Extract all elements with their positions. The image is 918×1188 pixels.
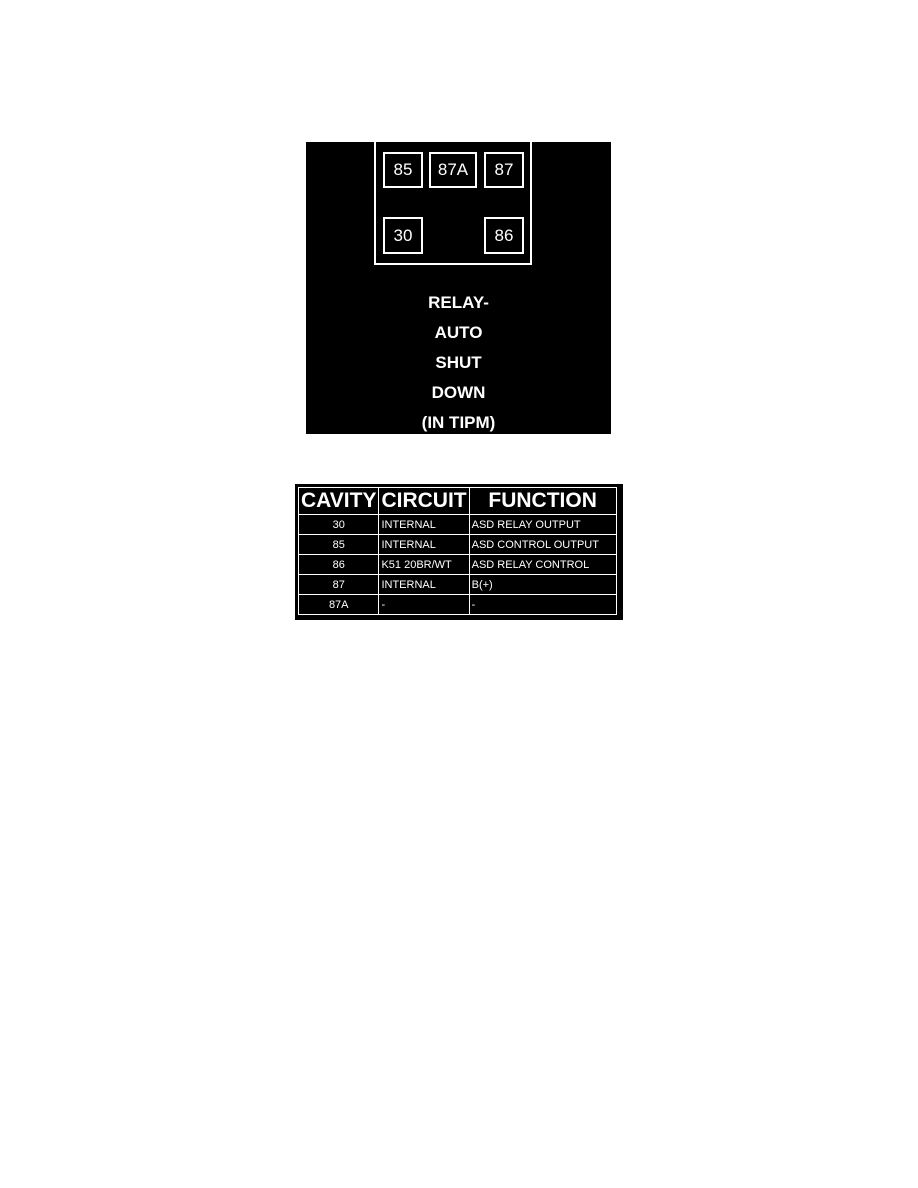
table-row: 87A - - xyxy=(297,594,617,615)
pin-30: 30 xyxy=(383,217,423,254)
relay-caption-line-5: (IN TIPM) xyxy=(421,413,496,432)
relay-caption-line-1: RELAY- xyxy=(428,293,489,312)
header-function: FUNCTION xyxy=(468,487,617,515)
table-row: 30 INTERNAL ASD RELAY OUTPUT xyxy=(297,514,617,535)
table-row: 85 INTERNAL ASD CONTROL OUTPUT xyxy=(297,534,617,555)
cell-function: B(+) xyxy=(468,574,617,595)
pin-85: 85 xyxy=(383,152,423,188)
table-header-row: CAVITY CIRCUIT FUNCTION xyxy=(297,487,617,515)
cell-circuit: INTERNAL xyxy=(378,514,470,535)
cell-circuit: - xyxy=(378,594,470,615)
pin-87a: 87A xyxy=(429,152,477,188)
cell-cavity: 30 xyxy=(297,514,380,535)
cell-circuit: INTERNAL xyxy=(378,574,470,595)
cell-cavity: 86 xyxy=(297,554,380,575)
relay-caption-line-3: SHUT xyxy=(435,353,482,372)
relay-diagram: 85 87A 87 30 86 RELAY- AUTO SHUT DOWN (I… xyxy=(306,142,611,434)
cell-circuit: INTERNAL xyxy=(378,534,470,555)
cavity-table: CAVITY CIRCUIT FUNCTION 30 INTERNAL ASD … xyxy=(297,487,617,615)
cell-function: - xyxy=(468,594,617,615)
cavity-table-panel: CAVITY CIRCUIT FUNCTION 30 INTERNAL ASD … xyxy=(295,484,623,620)
header-circuit: CIRCUIT xyxy=(378,487,470,515)
pin-86: 86 xyxy=(484,217,524,254)
cell-function: ASD RELAY OUTPUT xyxy=(468,514,617,535)
relay-caption-line-4: DOWN xyxy=(431,383,486,402)
cell-circuit: K51 20BR/WT xyxy=(378,554,470,575)
cell-cavity: 87A xyxy=(297,594,380,615)
cell-cavity: 87 xyxy=(297,574,380,595)
header-cavity: CAVITY xyxy=(297,487,380,515)
cell-cavity: 85 xyxy=(297,534,380,555)
relay-caption-line-2: AUTO xyxy=(434,323,483,342)
cell-function: ASD RELAY CONTROL xyxy=(468,554,617,575)
table-row: 86 K51 20BR/WT ASD RELAY CONTROL xyxy=(297,554,617,575)
pin-87: 87 xyxy=(484,152,524,188)
table-row: 87 INTERNAL B(+) xyxy=(297,574,617,595)
cell-function: ASD CONTROL OUTPUT xyxy=(468,534,617,555)
relay-housing xyxy=(374,142,532,265)
